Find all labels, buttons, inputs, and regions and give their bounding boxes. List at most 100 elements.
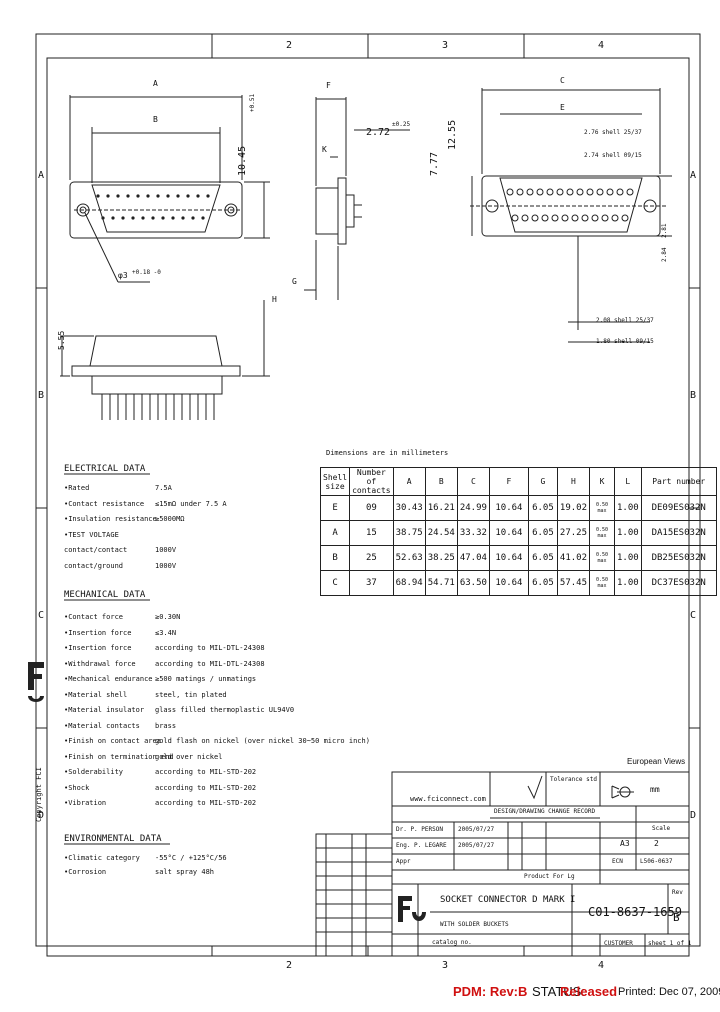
dimension-tolerance: +0.51 [249, 93, 256, 112]
ecn-value: L506-0637 [640, 858, 673, 865]
pdm-revision: PDM: Rev:B [453, 984, 528, 999]
table-cell: 1.00 [614, 545, 642, 571]
table-header: K [589, 467, 615, 496]
status-value: Released [560, 984, 618, 999]
spec-label: •Withdrawal force [64, 659, 136, 668]
table-cell: 1.00 [614, 495, 642, 521]
drawing-title: SOCKET CONNECTOR D MARK I [440, 895, 576, 905]
section-title: ENVIRONMENTAL DATA [64, 834, 162, 844]
table-header: A [392, 467, 426, 496]
spec-value: 7.5A [155, 484, 172, 492]
spec-value: steel, tin plated [155, 690, 227, 699]
table-cell: 0.50 max [589, 570, 615, 596]
spec-label: •Rated [64, 484, 90, 492]
dimension-value: φ3 [118, 271, 128, 280]
table-cell: 54.71 [424, 570, 458, 596]
zone-label: 4 [598, 960, 605, 971]
table-cell: 38.25 [424, 545, 458, 571]
dimension-label: B [153, 115, 158, 124]
table-cell: 0.50 max [589, 545, 615, 571]
spec-label: •Material contacts [64, 721, 140, 730]
spec-label: contact/contact [64, 546, 128, 554]
table-cell: 25 [349, 545, 394, 571]
spec-value: ≥0.30N [155, 613, 181, 621]
table-header: G [527, 467, 558, 496]
scale-value: 2 [654, 839, 659, 848]
table-cell: 6.05 [527, 495, 558, 521]
zone-label: 4 [598, 40, 605, 51]
tolerance-label: Tolerance std [550, 776, 597, 783]
spec-label: •Solderability [64, 768, 124, 776]
table-cell: 63.50 [456, 570, 490, 596]
spec-label: •Contact force [64, 613, 124, 621]
sheet-label: sheet 1 of 1 [648, 940, 692, 947]
table-cell: 57.45 [556, 570, 591, 596]
spec-label: •Contact resistance [64, 499, 145, 508]
table-cell: DE09ES032N [640, 495, 717, 521]
spec-value: according to MIL-DTL-24308 [155, 659, 265, 668]
table-header: B [424, 467, 458, 496]
fci-logo-title [398, 896, 426, 922]
spec-label: contact/ground [64, 561, 124, 570]
table-cell: 6.05 [527, 570, 558, 596]
table-header: Shell size [319, 467, 351, 496]
spec-label: •Vibration [64, 799, 107, 807]
dimension-value: 2.81 [661, 223, 668, 238]
dimension-tolerance: +0.18 -0 [132, 269, 161, 276]
spec-label: •Material insulator [64, 706, 145, 714]
dimension-value: 2.76 shell 25/37 [584, 129, 642, 136]
zone-label: D [38, 810, 45, 821]
table-cell: 6.05 [527, 545, 558, 571]
table-cell: C [319, 570, 351, 596]
zone-label: D [690, 810, 697, 821]
spec-label: •Corrosion [64, 868, 107, 876]
dimension-value: 2.84 [661, 247, 668, 262]
spec-label: •Finish on termination end [64, 752, 174, 761]
table-header: Number of contacts [349, 467, 394, 496]
table-cell: 10.64 [488, 545, 529, 571]
table-cell: 0.50 max [589, 495, 615, 521]
spec-label: •Insertion force [64, 644, 132, 652]
table-cell: 68.94 [392, 570, 426, 596]
spec-value: according to MIL-STD-202 [155, 783, 257, 792]
dimension-label: C [560, 76, 565, 85]
table-cell: 16.21 [424, 495, 458, 521]
table-cell: 6.05 [527, 520, 558, 546]
spec-label: •Mechanical endurance [64, 675, 153, 683]
dimension-value: 12.55 [447, 119, 458, 150]
rev-value: B [673, 911, 680, 924]
table-cell: 41.02 [556, 545, 591, 571]
spec-value: brass [155, 721, 177, 730]
table-cell: 27.25 [556, 520, 591, 546]
dimensions-note: Dimensions are in millimeters [326, 449, 449, 457]
title-block [315, 771, 690, 957]
spec-value: salt spray 48h [155, 868, 215, 876]
spec-value: 1000V [155, 546, 177, 554]
drawing-subtitle: WITH SOLDER BUCKETS [440, 921, 509, 928]
table-cell: 24.99 [456, 495, 490, 521]
table-cell: A [319, 520, 351, 546]
table-cell: DA15ES032N [640, 520, 717, 546]
dimension-value: 10.45 [237, 145, 248, 176]
checked-date: 2005/07/27 [458, 842, 495, 849]
table-header: H [556, 467, 591, 496]
spec-label: •Material shell [64, 690, 128, 699]
dimension-label: G [292, 277, 297, 286]
table-header: L [614, 467, 642, 496]
spec-label: •Climatic category [64, 854, 140, 862]
drawn-by: Dr. P. PERSON [396, 826, 443, 833]
spec-value: glass filled thermoplastic UL94V0 [155, 706, 295, 714]
rear-view [470, 88, 672, 343]
bottom-view [60, 300, 270, 395]
catalog-label: catalog no. [432, 939, 472, 946]
table-cell: 19.02 [556, 495, 591, 521]
printed-date: Printed: Dec 07, 2009 [618, 986, 720, 998]
zone-label: 3 [442, 960, 449, 971]
dimension-value: 1.80 shell 09/15 [596, 338, 654, 345]
dimension-value: 5.55 [57, 330, 66, 350]
spec-value: gold flash on nickel (over nickel 30~50 … [155, 737, 370, 745]
spec-label: •Insertion force [64, 628, 132, 637]
